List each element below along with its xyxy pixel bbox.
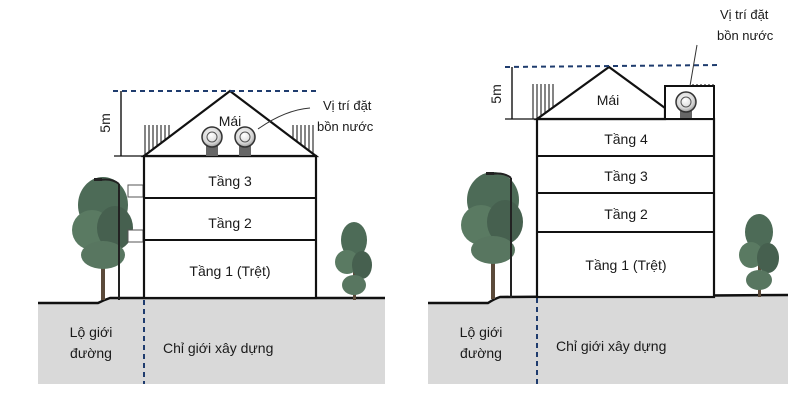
roof-label: Mái: [219, 113, 242, 129]
diagram-right: Mái Vị trí đặt bồn nước Tầng 4 Tầng 3 Tầ…: [428, 7, 789, 384]
floor-label-tang4: Tầng 4: [604, 131, 648, 147]
road-label-line1: Lộ giới: [70, 324, 113, 340]
tree-left-b: [461, 172, 523, 299]
roof-left: [140, 89, 320, 158]
floor-label-tang2: Tầng 2: [208, 215, 252, 231]
building-body-left: [142, 154, 318, 300]
floor-label-tang3: Tầng 3: [604, 168, 648, 184]
water-tank-icon: [201, 126, 223, 156]
water-tank-icon: [234, 126, 256, 156]
road-label-line2: đường: [460, 345, 502, 361]
height-label: 5m: [97, 113, 113, 132]
tank-label-line2: bồn nước: [717, 28, 774, 43]
setback-label: Chỉ giới xây dựng: [556, 338, 666, 354]
ac-unit-left-2: [127, 229, 144, 243]
floor-label-tang1: Tầng 1 (Trệt): [585, 257, 666, 273]
roof-label: Mái: [597, 92, 620, 108]
ground-line-left: [38, 296, 385, 305]
road-label-line1: Lộ giới: [460, 324, 503, 340]
tree-left-a: [72, 177, 133, 300]
floor-label-tang3: Tầng 3: [208, 173, 252, 189]
ac-unit-left-1: [127, 184, 144, 198]
ground-left: [38, 298, 385, 384]
tank-label-line1: Vị trí đặt: [323, 98, 372, 113]
height-label: 5m: [488, 84, 504, 103]
building-body-right: [535, 117, 716, 299]
street-lamp-left: [94, 178, 120, 300]
tank-label-line2: bồn nước: [317, 119, 374, 134]
tank-leader-line: [689, 44, 698, 87]
ground-line-right: [428, 293, 789, 305]
street-lamp-right: [486, 172, 512, 298]
floor-label-tang2: Tầng 2: [604, 206, 648, 222]
setback-label: Chỉ giới xây dựng: [163, 340, 273, 356]
water-tank-icon: [675, 91, 697, 118]
ground-right: [428, 295, 788, 384]
floor-label-tang1: Tầng 1 (Trệt): [189, 263, 270, 279]
tree-right-b: [739, 214, 779, 297]
tank-label-line1: Vị trí đặt: [720, 7, 769, 22]
tank-leader-line: [257, 107, 311, 130]
road-label-line2: đường: [70, 345, 112, 361]
height-top-line-right: [504, 64, 721, 68]
diagram-left: Mái Vị trí đặt bồn nước Tầng 3 Tầng 2 Tầ…: [38, 89, 385, 384]
tree-right-a: [335, 222, 372, 300]
